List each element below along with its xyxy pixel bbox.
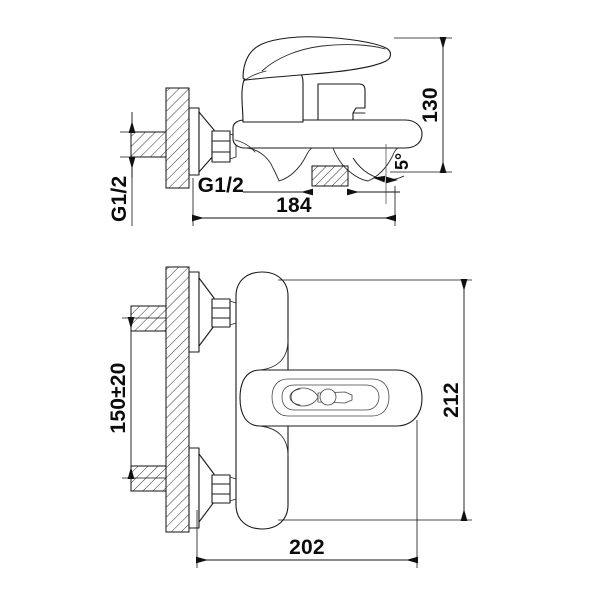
faucet-body-side (232, 36, 423, 187)
dimension-150pm20: 150±20 (107, 317, 166, 479)
shower-outlet-side (311, 165, 349, 187)
thread-label-g12-left: G1/2 (108, 112, 166, 226)
side-elevation-view: 5° 130 184 G1/2 (108, 36, 452, 226)
dimension-label-212: 212 (440, 382, 463, 418)
faucet-body-plan (235, 271, 423, 530)
dimension-212: 212 (278, 279, 472, 521)
dimension-label-130: 130 (419, 87, 442, 123)
dimension-label-202: 202 (289, 536, 325, 559)
dimension-label-150pm20: 150±20 (107, 362, 130, 433)
dimension-130: 130 (390, 37, 452, 173)
escutcheon-plan-upper (188, 271, 237, 353)
escutcheon-plan-lower (188, 447, 237, 529)
escutcheon-side (188, 107, 215, 176)
angle-label-5deg: 5° (392, 153, 412, 170)
union-nut-side (211, 130, 237, 163)
dimension-label-184: 184 (276, 194, 312, 217)
angle-annotation-5deg: 5° (352, 153, 412, 184)
wall-section-plan (130, 266, 190, 533)
wall-section-side (130, 87, 190, 189)
dimension-184: 184 (192, 178, 396, 226)
top-plan-view: 150±20 212 202 (107, 266, 472, 568)
dimension-202: 202 (196, 420, 418, 568)
thread-label-text-g12-center: G1/2 (198, 174, 244, 197)
thread-label-text-g12-left: G1/2 (108, 176, 131, 222)
thread-label-g12-center: G1/2 (198, 174, 400, 197)
